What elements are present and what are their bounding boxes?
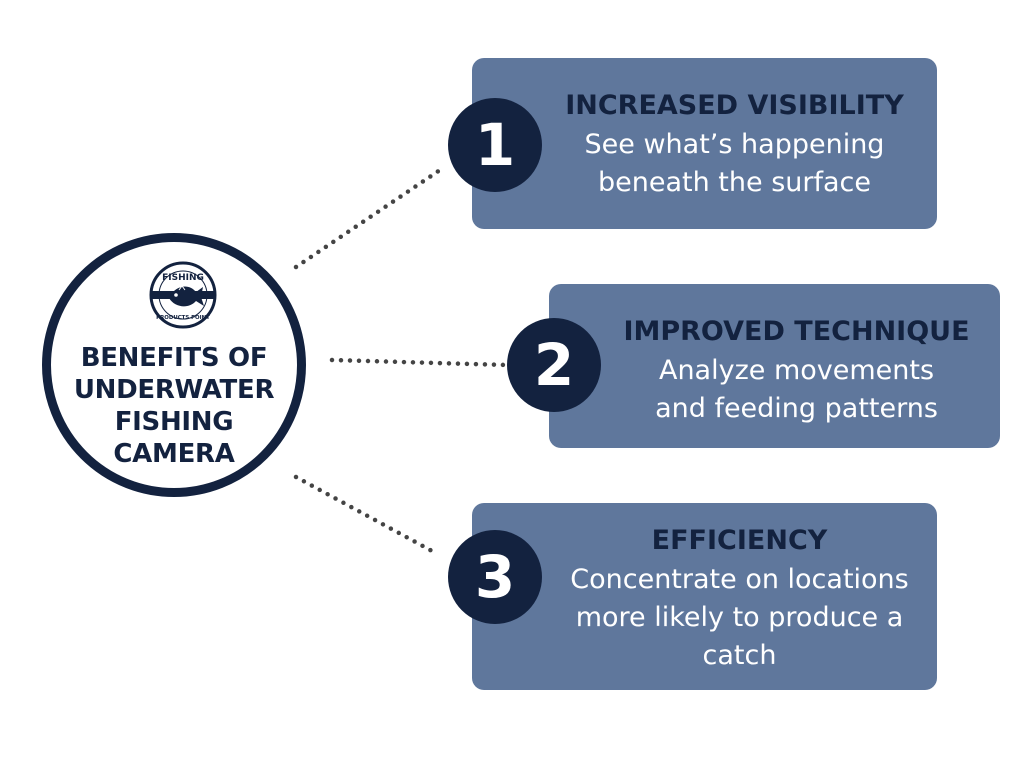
benefit-description-3: Concentrate on locations more likely to … xyxy=(548,561,931,675)
hub-title-line: BENEFITS OF xyxy=(80,343,268,373)
connector-line-1 xyxy=(293,167,443,270)
connector-line-2 xyxy=(329,357,509,368)
benefit-description-1: See what’s happening beneath the surface xyxy=(538,126,931,202)
benefit-title-2: IMPROVED TECHNIQUE xyxy=(623,316,970,347)
benefit-description-line: and feeding patterns xyxy=(655,393,938,424)
connector-line-3 xyxy=(293,474,435,554)
hub-title: BENEFITS OF UNDERWATER FISHING CAMERA xyxy=(51,342,297,470)
central-hub-circle: FISHING PRODUCTS POINT BENEFITS OF UNDER… xyxy=(42,233,306,497)
logo-text-top: FISHING xyxy=(162,273,204,283)
benefit-description-line: beneath the surface xyxy=(598,167,871,198)
benefit-card-2: IMPROVED TECHNIQUE Analyze movements and… xyxy=(549,284,1000,448)
benefit-description-line: Analyze movements xyxy=(658,355,935,386)
number-badge-2: 2 xyxy=(507,318,601,412)
hub-title-line: CAMERA xyxy=(113,439,235,469)
benefit-description-2: Analyze movements and feeding patterns xyxy=(599,352,994,428)
benefit-text-3: EFFICIENCY Concentrate on locations more… xyxy=(548,523,931,675)
hub-title-line: FISHING xyxy=(114,407,234,437)
benefit-description-line: more likely to produce a xyxy=(575,602,904,633)
number-badge-1: 1 xyxy=(448,98,542,192)
fishing-products-point-logo: FISHING PRODUCTS POINT xyxy=(149,261,217,329)
benefit-card-1: INCREASED VISIBILITY See what’s happenin… xyxy=(472,58,937,229)
benefit-text-1: INCREASED VISIBILITY See what’s happenin… xyxy=(538,88,931,202)
benefit-title-3: EFFICIENCY xyxy=(651,525,828,556)
benefit-text-2: IMPROVED TECHNIQUE Analyze movements and… xyxy=(599,314,994,428)
number-badge-3: 3 xyxy=(448,530,542,624)
logo-text-bottom: PRODUCTS POINT xyxy=(156,315,210,321)
benefit-title-1: INCREASED VISIBILITY xyxy=(565,90,904,121)
benefit-description-line: Concentrate on locations xyxy=(570,564,909,595)
benefit-card-3: EFFICIENCY Concentrate on locations more… xyxy=(472,503,937,690)
hub-title-line: UNDERWATER xyxy=(73,375,275,405)
benefit-description-line: See what’s happening xyxy=(584,129,885,160)
benefit-description-line: catch xyxy=(702,640,777,671)
